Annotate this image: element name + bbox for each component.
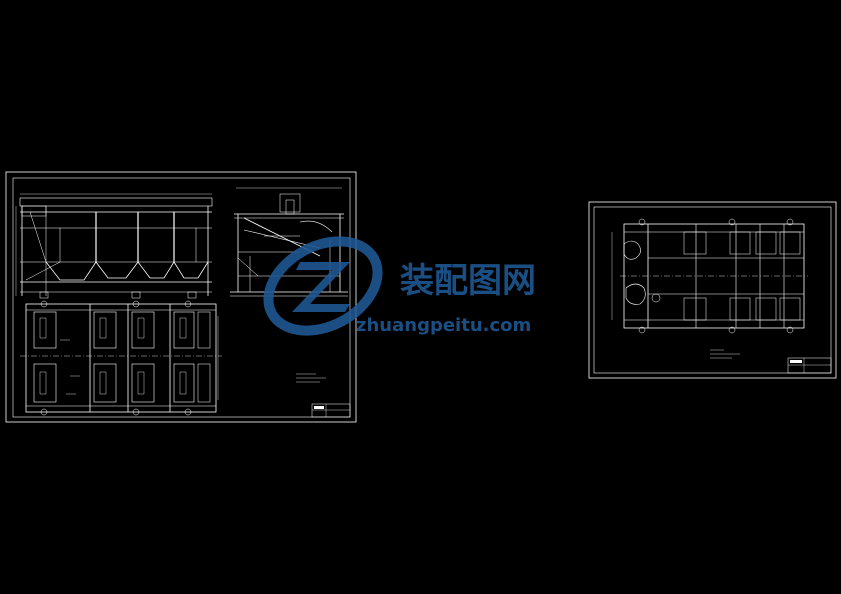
watermark-url: zhuangpeitu.com xyxy=(356,315,531,336)
title-block-right xyxy=(787,357,832,374)
plan-view-right xyxy=(611,218,808,334)
watermark-name: 装配图网 xyxy=(400,261,536,301)
watermark: 装配图网 zhuangpeitu.com xyxy=(263,236,536,336)
front-elevation-view xyxy=(15,193,213,299)
plan-view xyxy=(20,300,222,416)
notes-block xyxy=(296,373,326,383)
watermark-logo-icon xyxy=(263,236,383,336)
drawing-sheet-right xyxy=(588,201,837,379)
notes-block-right xyxy=(710,349,740,359)
drawing-sheet-left xyxy=(5,171,357,423)
title-block xyxy=(311,403,351,418)
